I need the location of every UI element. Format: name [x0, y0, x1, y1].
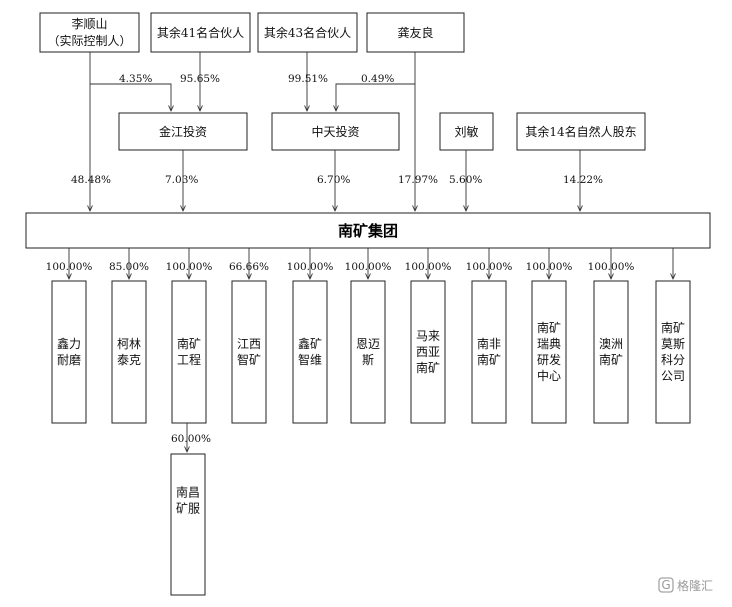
subsidiary-name: 鑫矿智维 [298, 336, 322, 367]
svg-text:其余41名合伙人: 其余41名合伙人 [157, 25, 244, 40]
subsidiary-stake: 100.00% [166, 261, 213, 273]
subsidiary-stake: 100.00% [526, 261, 573, 273]
subsidiary-box [350, 280, 386, 424]
shareholder-partners-43: 其余43名合伙人 [257, 12, 358, 53]
shareholder-li-shunshan: 李顺山 （实际控制人） [39, 12, 140, 53]
subsidiary-stake: 85.00% [109, 261, 149, 273]
subsidiary-box [111, 280, 147, 424]
subsidiary-box [292, 280, 328, 424]
edge-li-to-jinjiang [90, 83, 171, 111]
group-company: 南矿集团 [25, 212, 711, 249]
svg-text:刘敏: 刘敏 [454, 124, 478, 139]
subsidiary-name: 南矿工程 [177, 336, 201, 367]
shareholder-gong-youliang: 龚友良 [366, 12, 465, 53]
subsidiary-box [655, 280, 691, 424]
subsidiary-box [171, 280, 207, 424]
shareholder-partners-41: 其余41名合伙人 [150, 12, 251, 53]
subsidiary-box [531, 280, 567, 424]
subsidiary-name: 恩迈斯 [356, 337, 380, 367]
platform-zhongtian: 中天投资 [271, 112, 400, 151]
subsidiary-name: 江西智矿 [237, 337, 261, 367]
pct-p43-to-zhongtian: 99.51% [288, 73, 328, 85]
subsidiary-name: 鑫力耐磨 [57, 336, 81, 367]
watermark: G 格隆汇 [658, 577, 713, 593]
shareholder-natural-14: 其余14名自然人股东 [516, 112, 646, 151]
subsidiary-name: 南矿瑞典研发中心 [537, 320, 561, 383]
svg-text:龚友良: 龚友良 [397, 25, 433, 40]
platform-jinjiang: 金江投资 [118, 112, 248, 151]
pct-zhongtian-to-group: 6.70% [317, 174, 350, 186]
pct-liu-to-group: 5.60% [449, 174, 482, 186]
edge-gong-to-zhongtian [336, 83, 415, 111]
pct-gong-to-zhongtian: 0.49% [361, 73, 394, 85]
watermark-logo-icon [658, 577, 674, 593]
subsidiary-box [410, 280, 446, 424]
svg-text:南矿集团: 南矿集团 [338, 222, 398, 240]
subsidiary-name: 马来西亚南矿 [416, 329, 440, 375]
pct-p41-to-jinjiang: 95.65% [180, 73, 220, 85]
subsidiary-box [471, 280, 507, 424]
pct-natural-to-group: 14.22% [563, 174, 603, 186]
watermark-text: 格隆汇 [677, 578, 713, 593]
subsidiary-stake: 100.00% [466, 261, 513, 273]
pct-li-to-jinjiang: 4.35% [119, 73, 152, 85]
pct-gong-to-group: 17.97% [398, 174, 438, 186]
subsidiary-stake: 66.66% [229, 261, 269, 273]
sub-subsidiary-name: 南昌矿服 [176, 485, 200, 516]
pct-gongcheng-to-nanchang: 60.00% [171, 433, 211, 445]
subsidiary-stake: 100.00% [345, 261, 392, 273]
subsidiaries: 100.00% 鑫力耐磨 85.00% 柯林泰克 100.00% 南矿工程 66.66% 江西… [46, 248, 691, 424]
subsidiary-stake: 100.00% [588, 261, 635, 273]
svg-text:（实际控制人）: （实际控制人） [47, 33, 131, 48]
subsidiary-name: 南矿莫斯科分公司 [661, 320, 685, 383]
shareholder-liu-min: 刘敏 [439, 112, 494, 151]
pct-li-to-group: 48.48% [71, 174, 111, 186]
sub-subsidiary-nanchang: 南昌矿服 [170, 453, 206, 596]
subsidiary-box [231, 280, 267, 424]
watermark-logo-glyph: G [661, 578, 670, 592]
subsidiary-box [593, 280, 629, 424]
pct-jinjiang-to-group: 7.03% [165, 174, 198, 186]
subsidiary-name: 南非南矿 [477, 336, 501, 367]
svg-text:中天投资: 中天投资 [311, 124, 359, 139]
subsidiary-name: 柯林泰克 [117, 337, 141, 367]
subsidiary-stake: 100.00% [46, 261, 93, 273]
subsidiary-stake: 100.00% [287, 261, 334, 273]
svg-text:金江投资: 金江投资 [159, 124, 207, 139]
subsidiary-box [51, 280, 87, 424]
subsidiary-name: 澳洲南矿 [599, 337, 623, 367]
subsidiary-stake: 100.00% [405, 261, 452, 273]
svg-text:其余14名自然人股东: 其余14名自然人股东 [525, 124, 636, 139]
svg-text:其余43名合伙人: 其余43名合伙人 [264, 25, 351, 40]
svg-text:李顺山: 李顺山 [71, 16, 107, 31]
